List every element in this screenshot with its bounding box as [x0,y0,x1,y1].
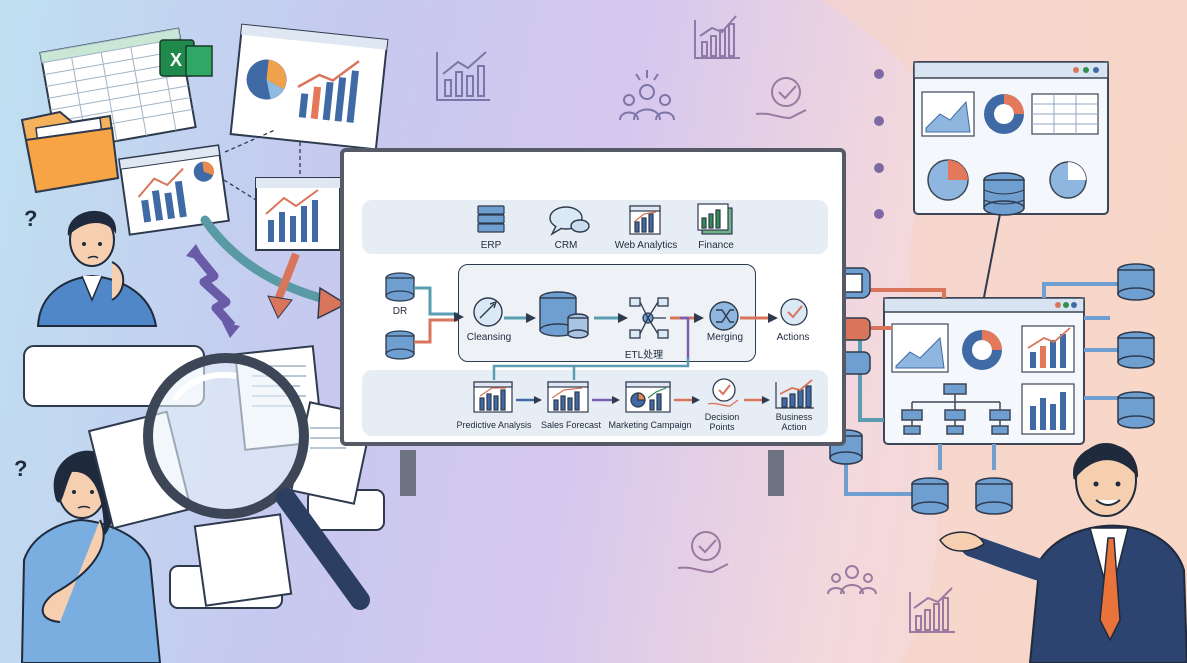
business-action-icon [775,379,814,409]
line-chart-icon [629,205,661,235]
dr-database-bottom [385,330,415,360]
predictive-analysis-icon [473,381,513,413]
bg-team-icon-1 [619,70,675,121]
etl-process-box [458,264,756,362]
bg-chart-icon-2 [694,15,740,59]
actions-label: Actions [776,332,810,343]
question-mark-2: ? [14,456,27,481]
merging-icon [709,301,739,331]
dr-label: DR [392,306,408,317]
database-icon-top [983,172,1025,216]
database-icon-b2 [975,477,1013,515]
database-cluster [829,263,1155,515]
report-card-left [118,144,230,236]
sales-forecast-icon [547,381,589,413]
dashboard-card-top [229,23,389,151]
question-mark-1: ? [24,206,37,231]
etl-network-icon [629,297,669,339]
sources-band [362,200,828,254]
dashboard-window-right [883,297,1085,445]
magnifier-icon [143,353,370,610]
database-icon-r3 [1117,391,1155,429]
presenting-businessman-figure [939,443,1187,663]
marketing-campaign-icon [625,381,671,413]
output-label-predictive: Predictive Analysis [456,420,532,430]
server-icon [477,205,505,233]
database-icon-r2 [1117,331,1155,369]
dashboard-window-top [913,61,1109,216]
folder-icon [20,110,120,194]
output-label-business: Business Action [775,412,813,432]
bg-chart-icon-1 [436,51,490,101]
source-label-crm: CRM [554,240,578,251]
excel-badge-letter: X [170,50,182,70]
dr-database-top [385,272,415,302]
actions-icon [780,298,808,326]
cleansing-label: Cleansing [466,332,512,343]
etl-process-label: ETL处理 [624,350,664,361]
central-database-icon [539,291,589,339]
etl-board-svg [385,203,814,413]
report-card-mid [255,177,341,251]
bullet-dots [874,69,884,219]
source-label-finance: Finance [698,240,734,251]
source-label-erp: ERP [480,240,502,251]
output-label-forecast: Sales Forecast [540,420,602,430]
bg-team-icon-2 [827,565,877,595]
bg-check-hand-icon-1 [755,77,807,120]
merging-label: Merging [706,332,744,343]
output-label-campaign: Marketing Campaign [608,420,692,430]
source-label-web-analytics: Web Analytics [614,240,678,251]
bg-check-hand-icon-2 [677,531,729,574]
database-icon-b1 [911,477,949,515]
excel-badge [159,39,213,77]
outputs-band [362,370,828,436]
database-icon-r1 [1117,263,1155,301]
etl-board: ERP CRM Web Analytics Finance DR Cleansi… [340,148,846,446]
org-tree [901,383,1011,435]
bg-chart-icon-3 [909,587,955,633]
decision-points-icon [707,378,739,407]
output-label-decision: Decision Points [704,412,740,432]
finance-chart-icon [697,203,733,235]
board-leg-right [768,450,784,496]
confused-man-figure [36,210,158,327]
board-leg-left [400,450,416,496]
cleansing-icon [473,297,503,327]
chat-bubble-icon [549,206,590,236]
